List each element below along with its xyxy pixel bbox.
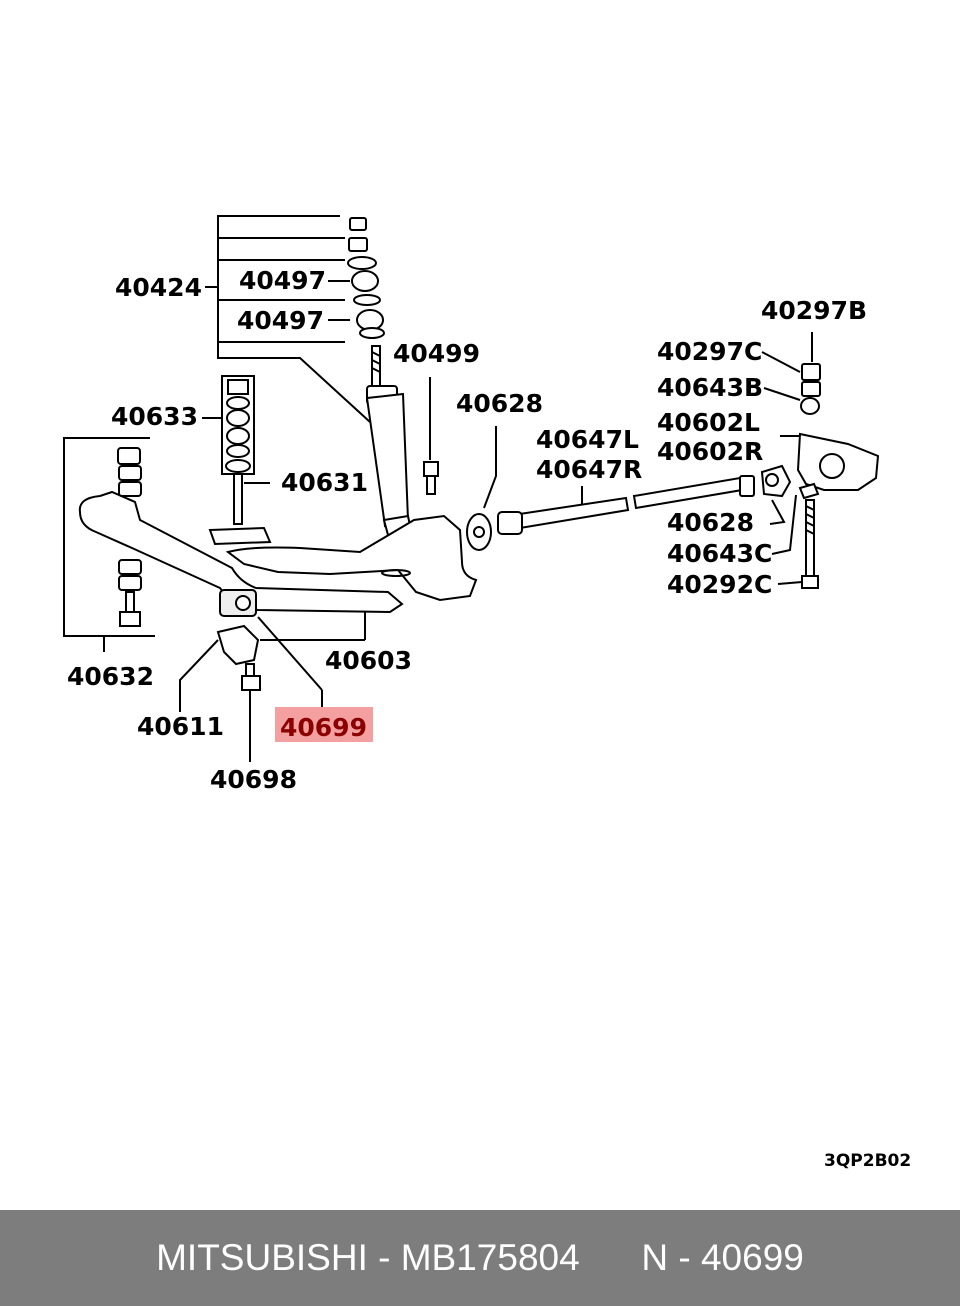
label-40632: 40632 [67,662,154,691]
label-40297B: 40297B [761,296,867,325]
strut-rod-bracket-40602 [780,432,880,491]
bolt-40499 [423,377,439,495]
part-footer-bar: MITSUBISHI - MB175804 N - 40699 [0,1210,960,1306]
label-40699: 40699 [280,713,367,742]
part-number-caption: MITSUBISHI - MB175804 N - 40699 [156,1237,804,1278]
label-40603: 40603 [325,646,412,675]
label-40602L: 40602L [657,408,760,437]
label-40643C: 40643C [667,539,772,568]
shock-absorber [365,345,416,552]
label-40633: 40633 [111,402,198,431]
label-40698: 40698 [210,765,297,794]
label-40628-rear: 40628 [667,508,754,537]
stabilizer-clamp-40611 [179,624,260,712]
label-40424: 40424 [115,273,202,302]
label-40602R: 40602R [657,437,763,466]
shock-mount-washers [347,217,385,339]
label-40497-upper: 40497 [239,266,326,295]
label-40631: 40631 [281,468,368,497]
stabilizer-link-lower [63,437,155,652]
bolt-40698 [241,663,261,762]
shock-absorber-hardware-bracket [205,215,371,423]
lower-arm-plate [225,514,478,602]
label-40643B: 40643B [657,373,763,402]
label-40497-lower: 40497 [237,306,324,335]
strut-rod-bushing-front [466,426,497,551]
label-40647L: 40647L [536,425,639,454]
stabilizer-bar [78,490,404,641]
label-40647R: 40647R [536,455,642,484]
stabilizer-link-upper [202,375,272,546]
label-40297C: 40297C [657,337,762,366]
label-40628-front: 40628 [456,389,543,418]
label-40611: 40611 [137,712,224,741]
label-40499: 40499 [393,339,480,368]
label-40292C: 40292C [667,570,772,599]
bolt-40292C [777,482,820,589]
parts-diagram: 40424 40497 40497 40499 40633 40631 4062… [63,215,911,1171]
nut-stack-40297 [761,332,821,415]
highlight-40699 [275,707,373,742]
stabilizer-bushing-40699 [219,589,323,710]
strut-rod-bushing-rear [760,464,797,555]
drawing-code: 3QP2B02 [824,1151,911,1171]
strut-rod [497,475,755,535]
